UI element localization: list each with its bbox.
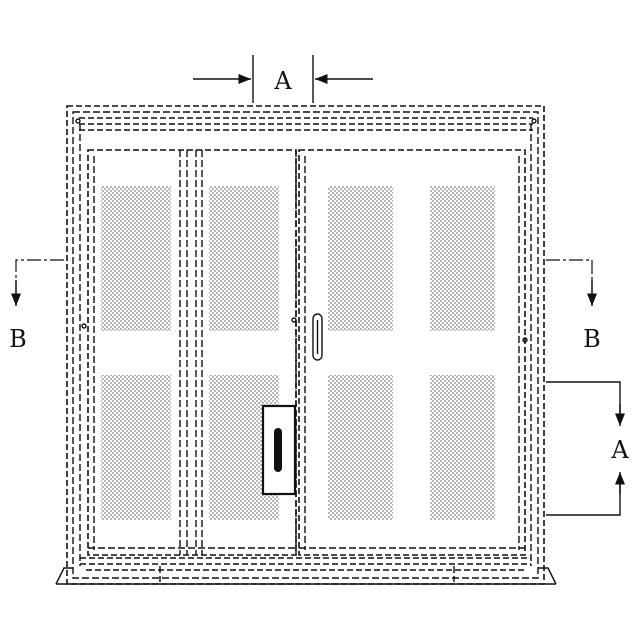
perforated-panel-bottom-3: [328, 375, 393, 520]
perforated-panels: [101, 186, 495, 520]
enclosure-base: [56, 558, 556, 584]
perforated-panel-bottom-1: [101, 375, 171, 520]
section-marker-b-right: B: [546, 260, 601, 353]
section-marker-b-left: B: [9, 260, 64, 353]
perforated-panel-top-1: [101, 186, 171, 331]
perforated-panel-top-4: [430, 186, 495, 331]
dim-label-a-right: A: [610, 436, 629, 464]
dimension-a-top: A: [193, 55, 373, 103]
perforated-panel-top-2: [209, 186, 279, 331]
section-label-b-right: B: [583, 325, 601, 353]
perforated-panel-top-3: [328, 186, 393, 331]
door-handle-icon: [263, 406, 295, 494]
perforated-panel-bottom-4: [430, 375, 495, 520]
section-label-b-left: B: [9, 325, 27, 353]
latch-handle-icon: [313, 314, 322, 360]
dimension-a-right: A: [546, 382, 629, 515]
dim-label-a-top: A: [273, 67, 292, 95]
